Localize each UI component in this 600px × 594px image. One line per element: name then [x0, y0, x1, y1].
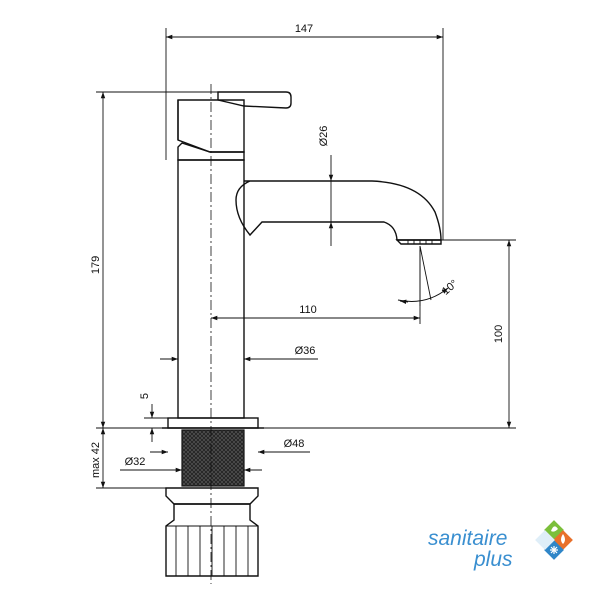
label-max-deck-thickness: max 42 — [90, 442, 102, 478]
label-spout-reach: 110 — [299, 304, 317, 316]
label-flange-diameter: Ø48 — [284, 438, 305, 450]
logo-text-plus: plus — [473, 548, 513, 571]
faucet-outline — [162, 91, 442, 577]
sanitaire-plus-logo: sanitaire plus — [428, 520, 573, 571]
dim-thread-diameter: Ø32 — [120, 456, 262, 473]
water-drop-icon — [561, 534, 565, 544]
dim-max-deck-thickness: max 42 — [90, 428, 166, 489]
label-overall-height: 179 — [90, 256, 102, 274]
dim-spout-height: 100 — [264, 239, 516, 429]
dim-spout-diameter: Ø26 — [318, 126, 334, 246]
logo-text-sanitaire: sanitaire — [428, 527, 507, 550]
dim-overall-width: 147 — [165, 23, 444, 240]
mounting-nut — [165, 503, 259, 577]
label-overall-width: 147 — [295, 23, 313, 35]
dim-flange-thickness: 5 — [139, 393, 168, 442]
base-flange — [167, 417, 259, 429]
label-spout-angle: 10° — [440, 278, 460, 298]
dim-overall-height: 179 — [90, 91, 220, 429]
lock-washer — [165, 487, 259, 505]
label-spout-diameter: Ø26 — [318, 126, 330, 147]
dim-spout-angle: 10° — [397, 245, 460, 306]
threaded-shank — [181, 429, 245, 487]
label-body-diameter: Ø36 — [295, 345, 316, 357]
label-thread-diameter: Ø32 — [125, 456, 146, 468]
faucet-spout — [235, 180, 442, 241]
label-spout-height: 100 — [493, 325, 505, 343]
handle-lever — [217, 91, 292, 109]
dim-spout-reach: 110 — [211, 250, 421, 324]
logo-diamond-icon — [535, 520, 573, 560]
snowflake-icon — [550, 546, 558, 554]
leaf-icon — [551, 526, 558, 532]
label-flange-thickness: 5 — [139, 393, 151, 399]
spout-aerator — [395, 239, 442, 245]
dim-flange-diameter: Ø48 — [150, 438, 310, 455]
dim-body-diameter: Ø36 — [160, 345, 318, 362]
